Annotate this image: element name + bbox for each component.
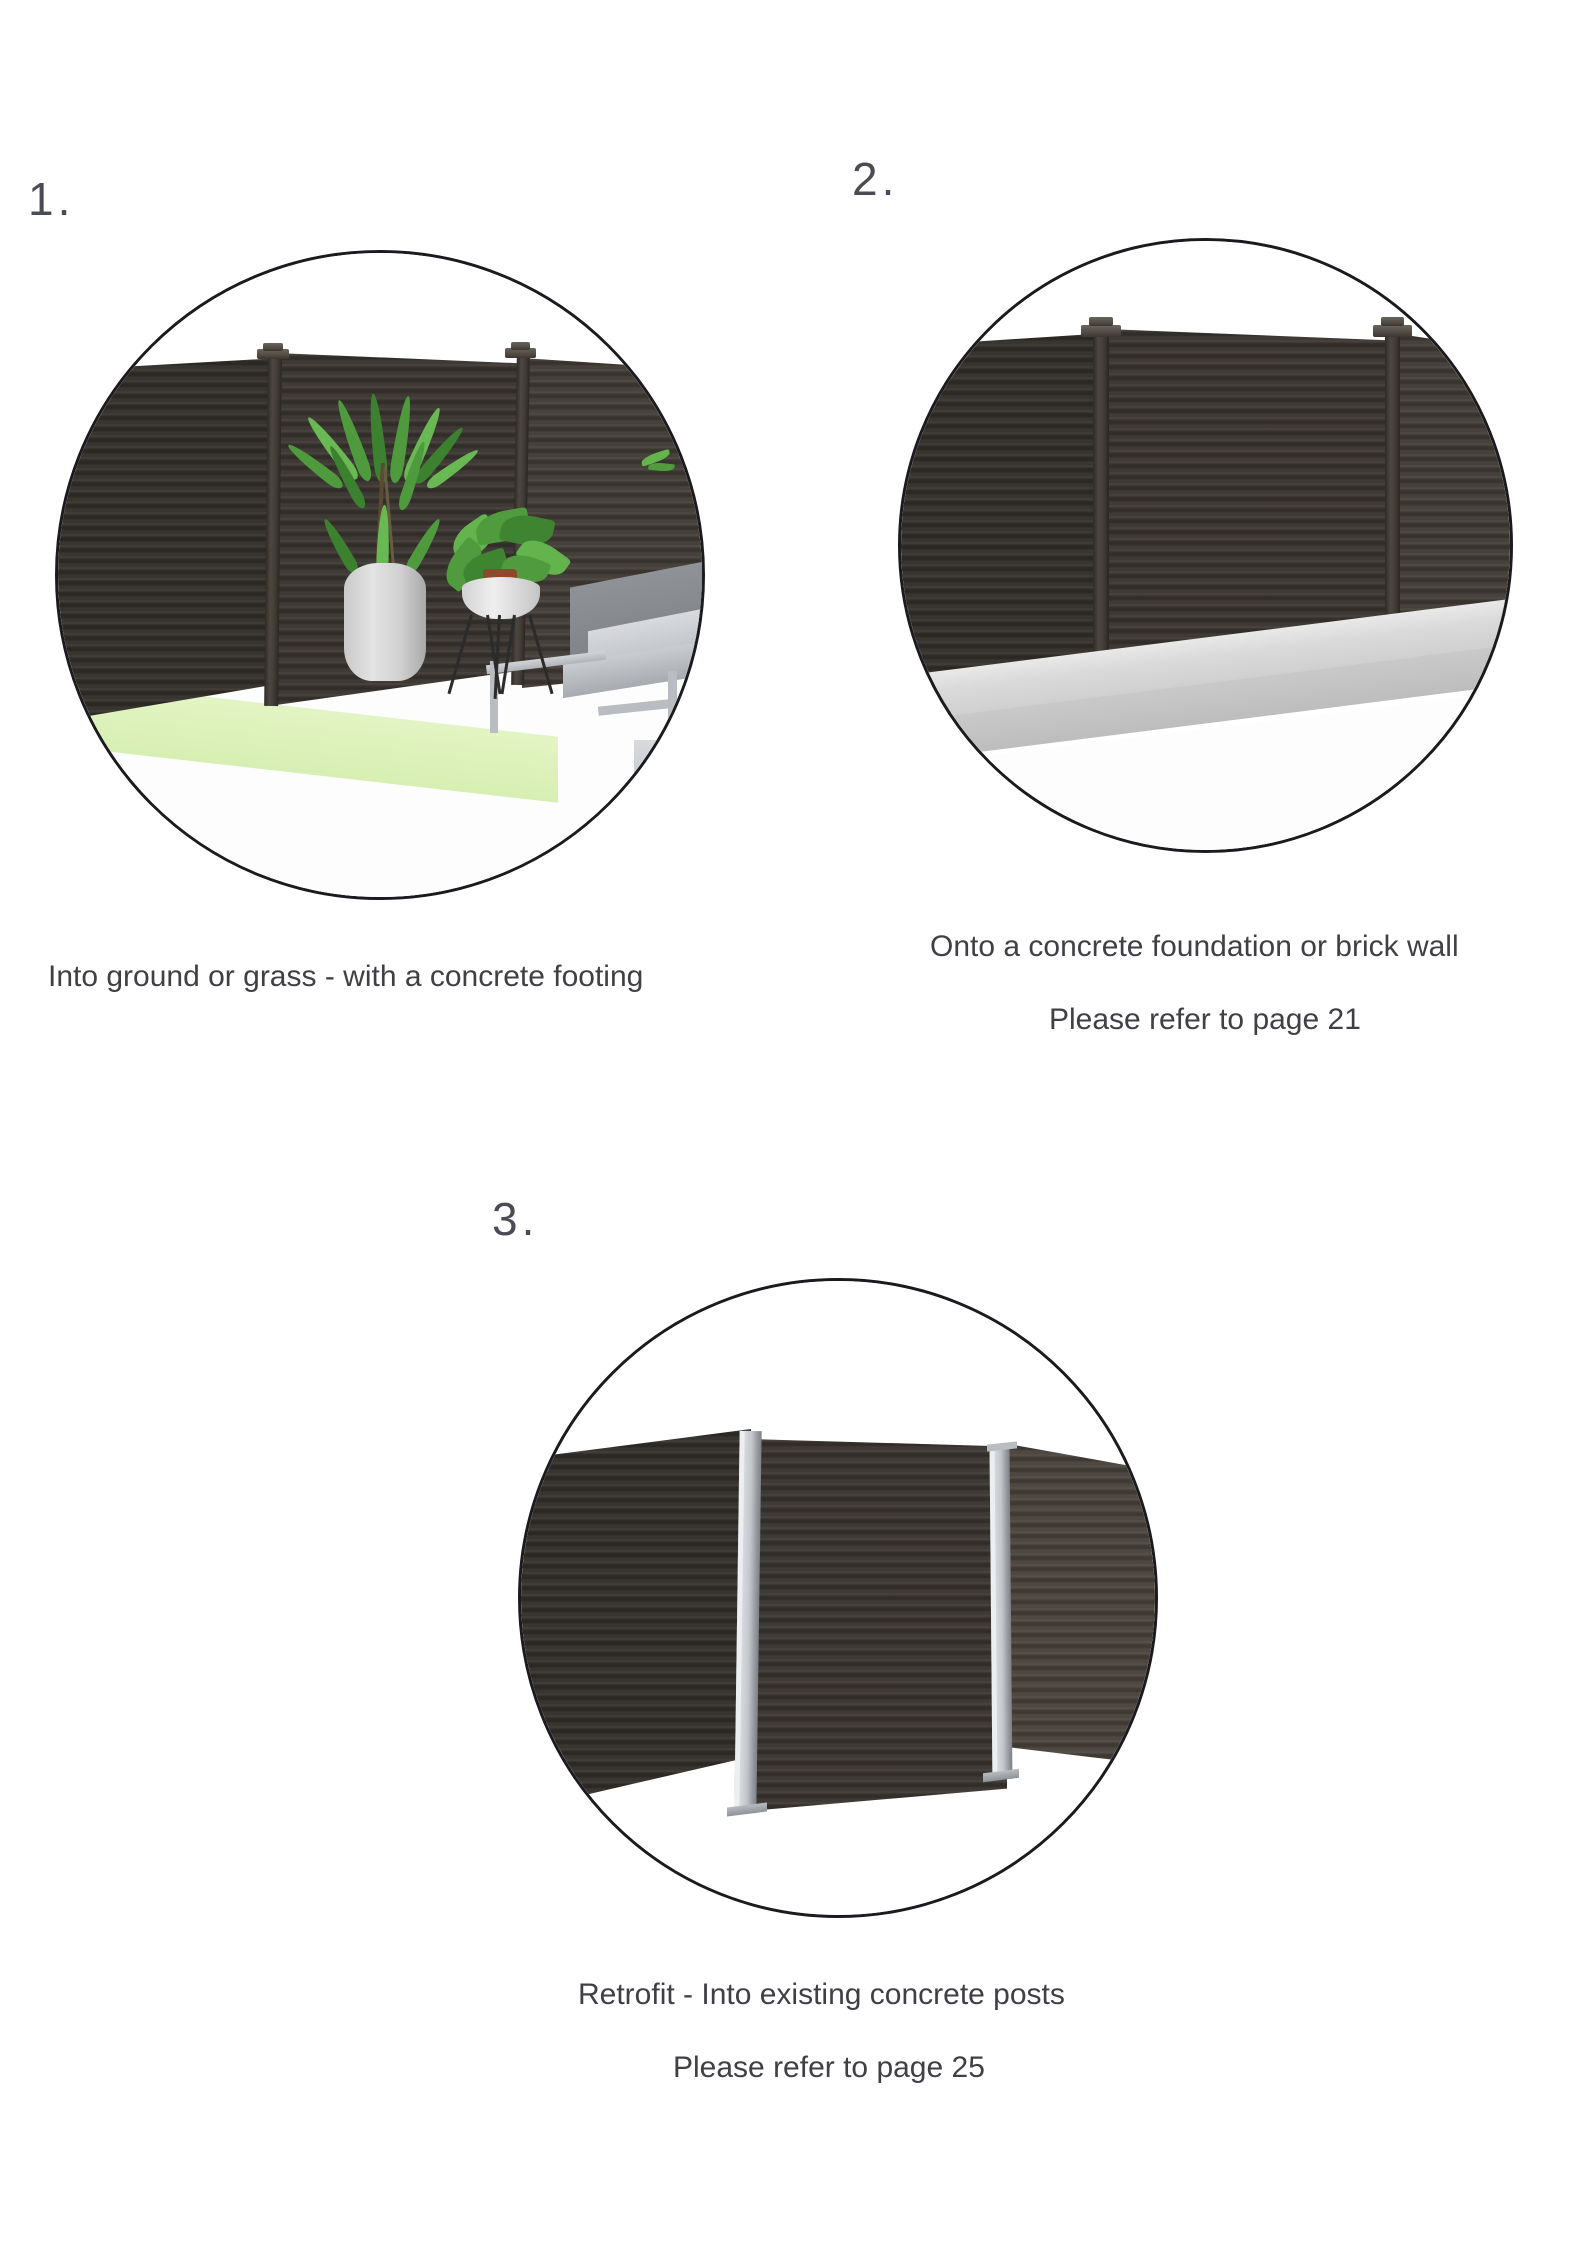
fence-panel-right [1003, 1443, 1155, 1773]
fence-panel-left [521, 1429, 751, 1819]
fence-panel-middle [749, 1439, 1007, 1811]
scene-retrofit-posts [521, 1281, 1155, 1915]
caption-step-3-line-2: Please refer to page 25 [673, 2051, 985, 2084]
illustration-step-2 [898, 238, 1513, 853]
fence-post-right [1385, 333, 1400, 691]
fence-post-finial-left [263, 343, 283, 351]
step-number-2: 2. [852, 153, 899, 205]
fence-post-left [1093, 333, 1109, 731]
caption-step-3-line-1: Retrofit - Into existing concrete posts [578, 1978, 1065, 2011]
illustration-step-1 [55, 250, 705, 900]
fence-post-finial-right [511, 342, 530, 350]
scene-concrete-foundation [901, 241, 1510, 850]
caption-step-2-line-2: Please refer to page 21 [1049, 1003, 1361, 1036]
illustration-step-3 [518, 1278, 1158, 1918]
fence-post-cap-right [1373, 325, 1412, 337]
fence-post-cap-left [257, 349, 289, 359]
fence-post-cap-left [1081, 325, 1121, 337]
fence-post-cap-right [505, 348, 536, 358]
plant-pot-large [344, 563, 426, 681]
fence-post-finial-right [1381, 317, 1404, 326]
step-number-1: 1. [28, 173, 75, 225]
side-table [634, 740, 670, 798]
scene-into-ground [58, 253, 702, 897]
fence-post-finial-left [1089, 317, 1113, 326]
plant-pot-small [462, 577, 540, 619]
fence-panel-left [58, 358, 280, 728]
caption-step-2-line-1: Onto a concrete foundation or brick wall [930, 930, 1459, 963]
step-number-3: 3. [492, 1193, 539, 1245]
caption-step-1-line-1: Into ground or grass - with a concrete f… [48, 960, 644, 993]
